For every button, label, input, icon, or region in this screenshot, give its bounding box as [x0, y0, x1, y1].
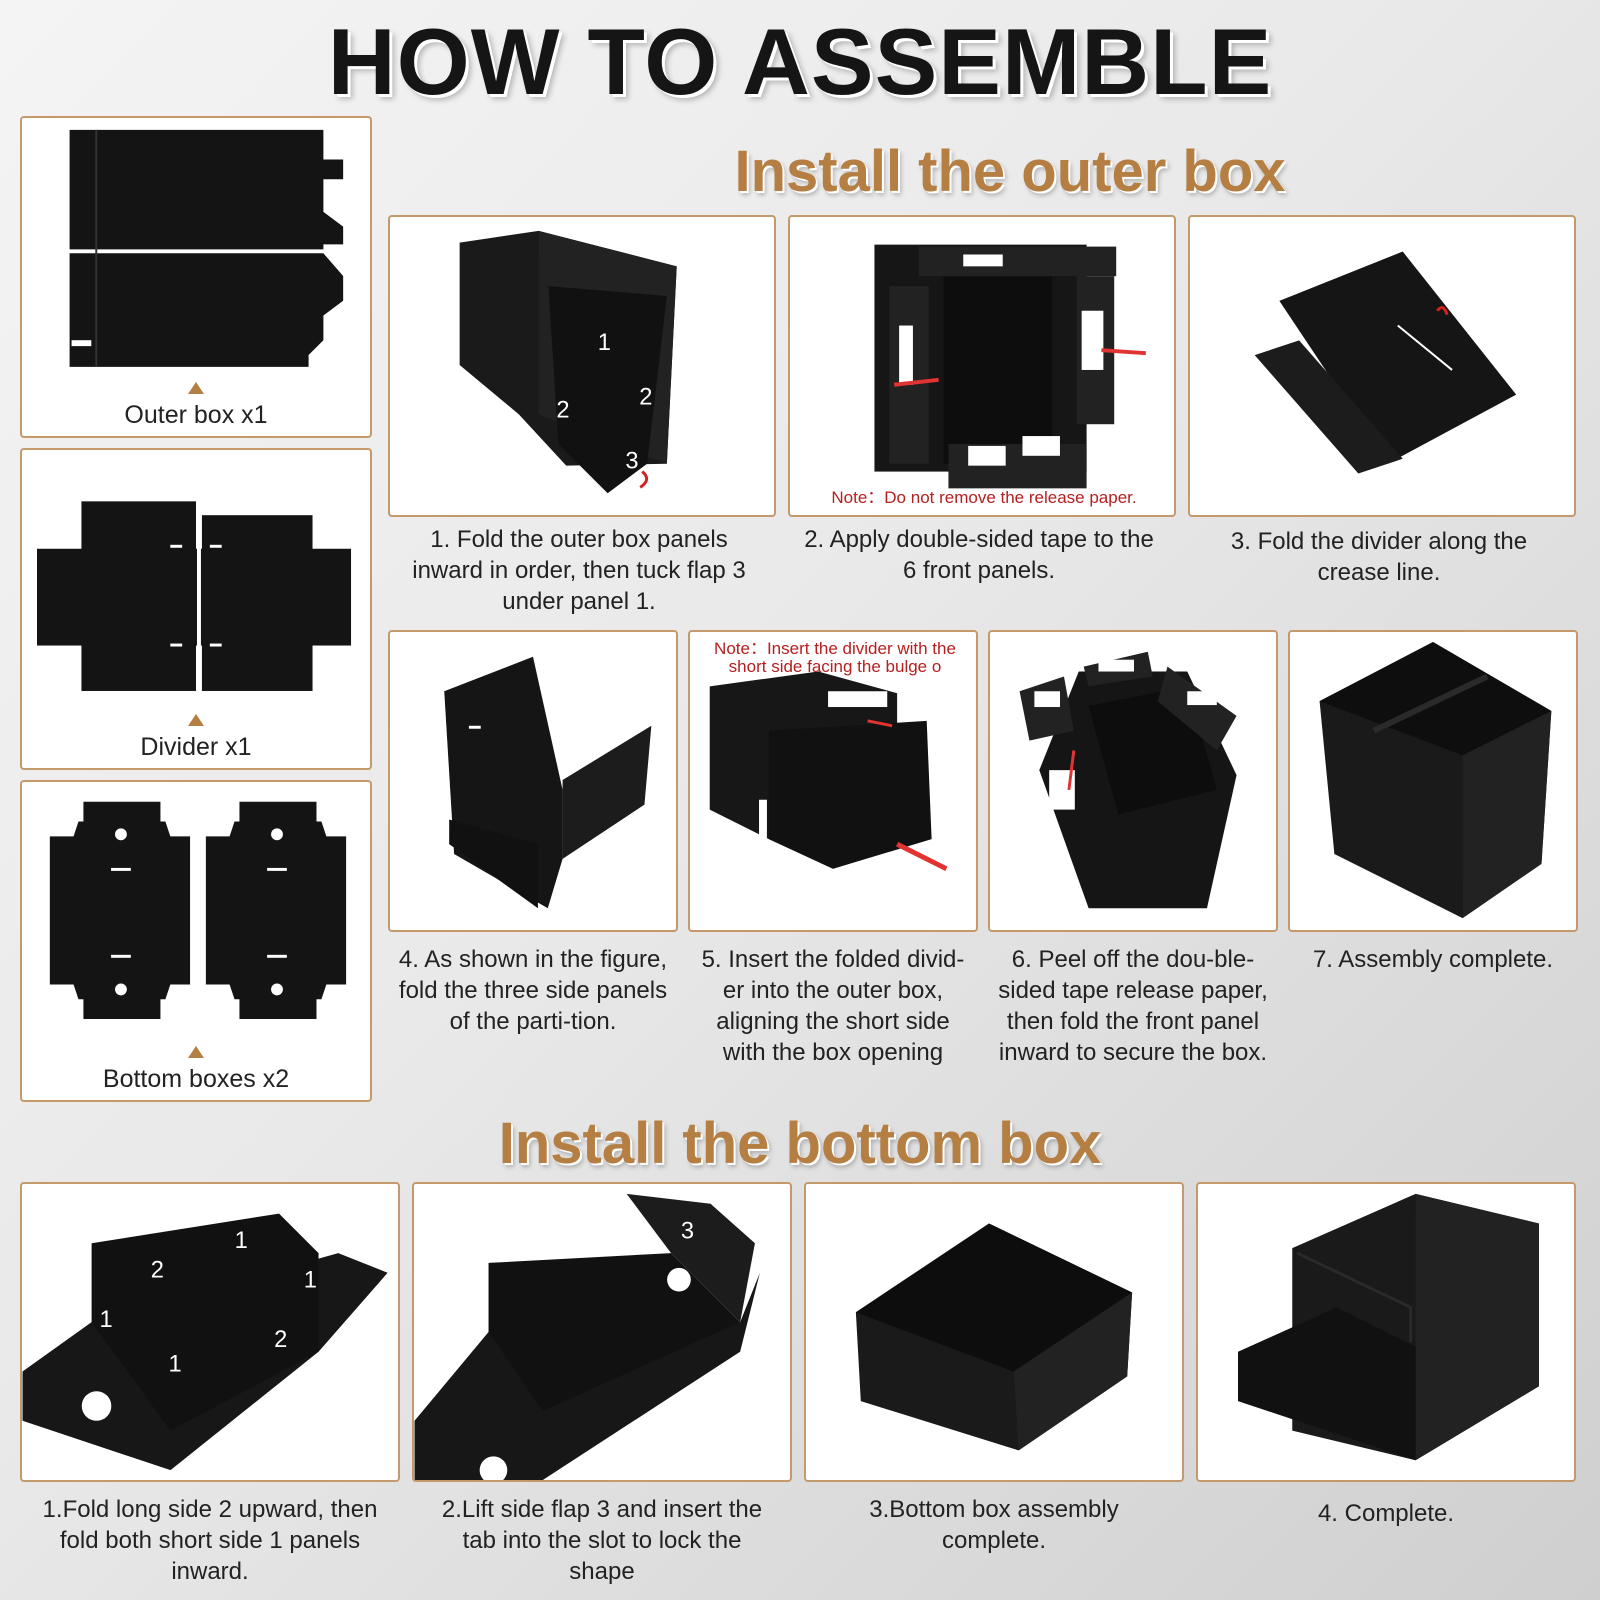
outer-step-4-panel: [388, 630, 678, 932]
part-label: Divider x1: [140, 733, 252, 761]
step-caption: 2.Lift side flap 3 and insert the tab in…: [441, 1496, 763, 1585]
page-title: HOW TO ASSEMBLE: [327, 9, 1273, 114]
step-caption: 4. As shown in the figure, fold the thre…: [398, 946, 668, 1035]
outer-step-6-panel: [988, 630, 1278, 932]
step-caption: 1.Fold long side 2 upward, then fold bot…: [42, 1496, 378, 1585]
bottom-step-3-panel: [804, 1182, 1184, 1482]
step-number: 2: [556, 397, 569, 423]
step-number: 3: [625, 449, 638, 475]
section-heading-bottom: Install the bottom box: [498, 1111, 1102, 1176]
bottom-boxes-flat-illustration: [49, 801, 347, 1020]
part-label: Outer box x1: [124, 401, 268, 429]
step-number: 3: [681, 1218, 694, 1244]
step-caption: 3. Fold the divider along the crease lin…: [1230, 528, 1528, 586]
bottom-step-4-panel: [1196, 1182, 1576, 1482]
step-caption: 4. Complete.: [1317, 1500, 1455, 1527]
step-note: Note：Insert the divider with the short s…: [714, 639, 956, 676]
outer-step-4-illustration: [444, 656, 652, 909]
bottom-step-3-illustration: [855, 1223, 1133, 1451]
step-number: 2: [274, 1327, 287, 1353]
part-bottom-boxes-panel: Bottom boxes x2: [20, 780, 372, 1102]
outer-step-6-illustration: [1019, 651, 1237, 909]
part-divider-panel: Divider x1: [20, 448, 372, 770]
step-caption: 6. Peel off the dou-ble-sided tape relea…: [998, 946, 1268, 1066]
section-heading-outer: Install the outer box: [734, 139, 1286, 204]
outer-step-1-panel: 1 2 2 3: [388, 215, 776, 517]
bottom-step-2-illustration: 3: [414, 1193, 760, 1480]
step-number: 1: [169, 1351, 182, 1377]
step-number: 1: [598, 330, 611, 356]
step-caption: 5. Insert the folded divid-er into the o…: [701, 946, 965, 1066]
up-arrow-icon: [188, 714, 204, 726]
bottom-step-1-illustration: 2 1 1 1 2 1: [22, 1213, 388, 1471]
up-arrow-icon: [188, 382, 204, 394]
step-caption: 7. Assembly complete.: [1312, 946, 1554, 973]
bottom-step-2-panel: 3: [412, 1182, 792, 1482]
step-number: 1: [99, 1307, 112, 1333]
bottom-step-4-illustration: [1238, 1193, 1539, 1461]
outer-step-7-illustration: [1319, 641, 1552, 919]
outer-step-5-illustration: [709, 671, 948, 871]
step-number: 1: [235, 1228, 248, 1254]
up-arrow-icon: [188, 1046, 204, 1058]
bottom-step-1-panel: 2 1 1 1 2 1: [20, 1182, 400, 1482]
outer-step-2-panel: Note：Do not remove the release paper.: [788, 215, 1176, 517]
step-number: 2: [639, 384, 652, 410]
divider-flat-illustration: [37, 501, 352, 691]
outer-box-flat-illustration: [69, 129, 344, 367]
outer-step-1-illustration: 1 2 2 3: [459, 230, 677, 494]
part-label: Bottom boxes x2: [102, 1065, 290, 1093]
outer-step-3-illustration: [1254, 251, 1517, 474]
step-caption: 1. Fold the outer box panels inward in o…: [412, 526, 746, 615]
outer-step-7-panel: [1288, 630, 1578, 932]
outer-step-2-illustration: [874, 244, 1146, 489]
step-number: 2: [151, 1258, 164, 1284]
part-outer-box-panel: Outer box x1: [20, 116, 372, 438]
step-caption: 3.Bottom box assembly complete.: [869, 1496, 1119, 1554]
step-note: Note：Do not remove the release paper.: [831, 488, 1137, 507]
step-number: 1: [304, 1268, 317, 1294]
outer-step-5-panel: Note：Insert the divider with the short s…: [688, 630, 978, 932]
step-caption: 2. Apply double-sided tape to the 6 fron…: [804, 526, 1154, 584]
outer-step-3-panel: [1188, 215, 1576, 517]
